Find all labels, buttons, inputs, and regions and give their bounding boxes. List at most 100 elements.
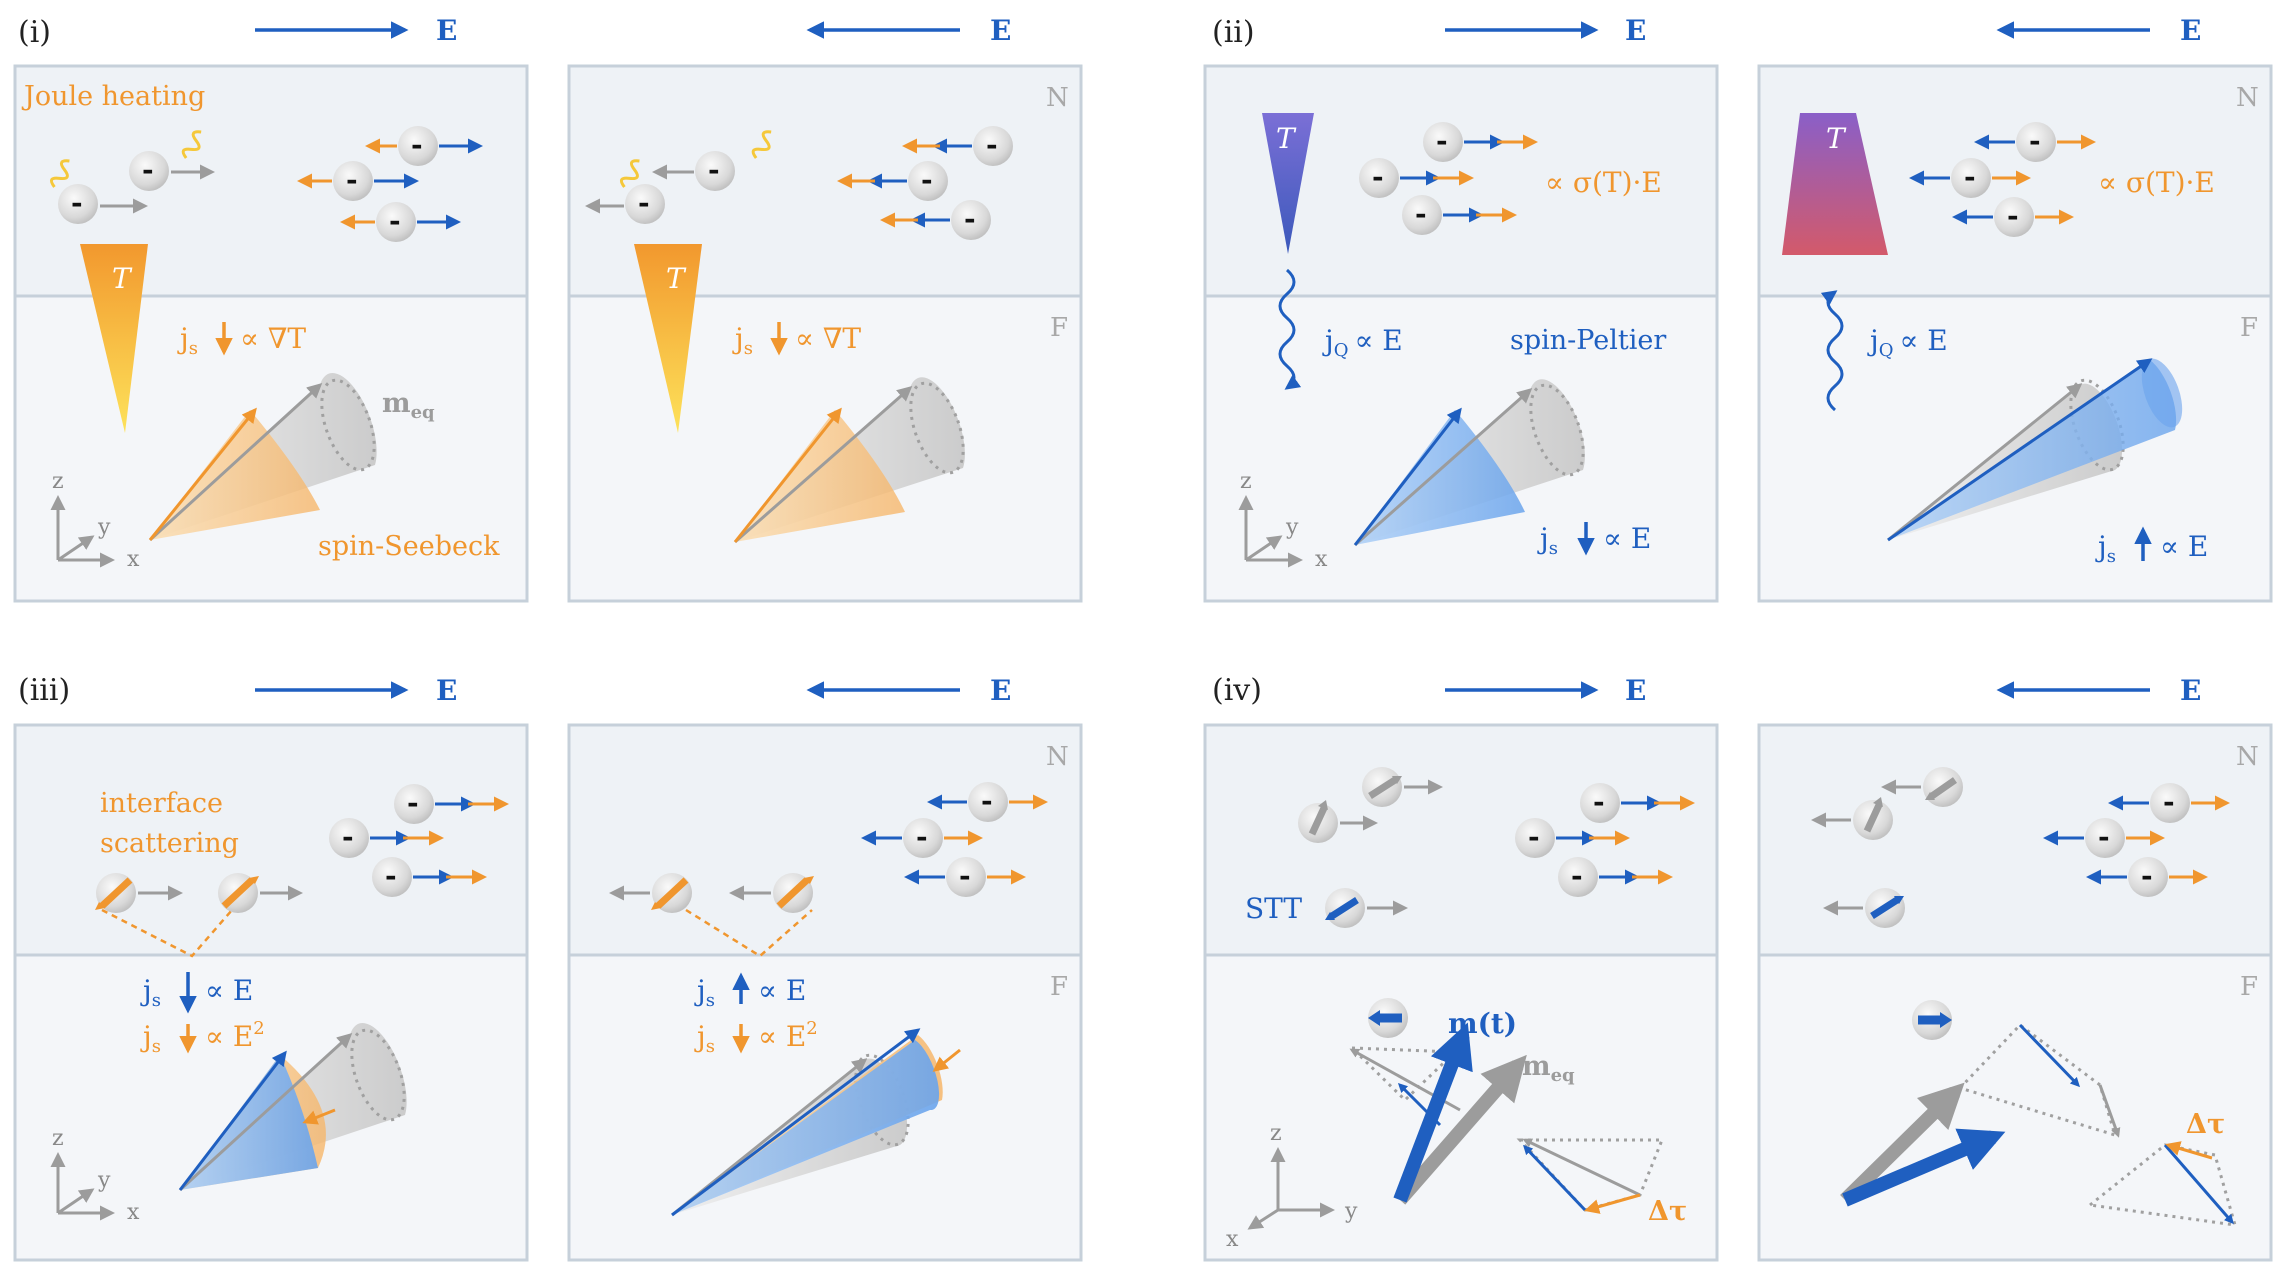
svg-text:-: - bbox=[2007, 199, 2019, 232]
label-i: (i) bbox=[18, 15, 51, 50]
svg-text:T: T bbox=[1826, 122, 1847, 155]
svg-text:js: js bbox=[732, 322, 753, 359]
svg-text:spin-Seebeck: spin-Seebeck bbox=[318, 531, 500, 562]
svg-text:-: - bbox=[1964, 160, 1976, 193]
panel-iii-left: interface scattering - - - js ∝ E js ∝ E… bbox=[50, 784, 509, 1225]
heat-wave-icon bbox=[49, 159, 70, 188]
svg-text:js: js bbox=[140, 974, 161, 1011]
orange-cone bbox=[150, 410, 320, 540]
svg-text:-: - bbox=[986, 128, 998, 161]
e-field-arrows bbox=[255, 21, 2150, 699]
svg-text:E: E bbox=[2180, 674, 2201, 707]
svg-text:E: E bbox=[990, 674, 1011, 707]
svg-text:-: - bbox=[916, 820, 928, 853]
svg-text:Δτ: Δτ bbox=[2186, 1109, 2225, 1140]
svg-text:∝ ∇T: ∝ ∇T bbox=[240, 322, 306, 355]
electron-icon bbox=[129, 151, 169, 191]
svg-text:E: E bbox=[436, 674, 457, 707]
panel-ii-right: T - - - ∝ σ(T)·E jQ∝ E js ∝ E bbox=[1782, 113, 2215, 567]
svg-text:js: js bbox=[177, 322, 198, 359]
svg-text:∝ ∇T: ∝ ∇T bbox=[795, 322, 861, 355]
temperature-cone bbox=[80, 244, 148, 433]
svg-text:scattering: scattering bbox=[100, 828, 239, 859]
label-iii: (iii) bbox=[18, 673, 70, 708]
svg-text:js: js bbox=[2095, 530, 2116, 567]
panel-ii-left: T - - - ∝ σ(T)·E jQ∝ E spin-Peltier js ∝… bbox=[1238, 113, 1666, 572]
heat-wave-icon bbox=[181, 130, 202, 159]
svg-text:js: js bbox=[694, 1020, 715, 1057]
svg-text:Δτ: Δτ bbox=[1648, 1196, 1687, 1227]
svg-text:z: z bbox=[52, 1126, 64, 1151]
svg-text:y: y bbox=[97, 1168, 111, 1193]
svg-text:-: - bbox=[708, 153, 720, 186]
svg-text:T: T bbox=[666, 262, 687, 295]
svg-text:z: z bbox=[1270, 1121, 1282, 1146]
svg-text:-: - bbox=[959, 859, 971, 892]
svg-text:-: - bbox=[2141, 859, 2153, 892]
svg-text:-: - bbox=[411, 128, 423, 161]
svg-text:x: x bbox=[127, 1200, 140, 1225]
svg-text:-: - bbox=[389, 204, 401, 237]
temperature-cone bbox=[1262, 113, 1314, 254]
svg-text:F: F bbox=[1050, 313, 1068, 343]
svg-text:-: - bbox=[142, 153, 154, 186]
svg-text:N: N bbox=[1046, 742, 1069, 772]
svg-text:z: z bbox=[1240, 469, 1252, 494]
svg-text:spin-Peltier: spin-Peltier bbox=[1510, 325, 1666, 356]
panel-iv-right: - - - Δτ bbox=[1811, 767, 2238, 1227]
svg-text:-: - bbox=[1571, 859, 1583, 892]
svg-text:js: js bbox=[694, 974, 715, 1011]
svg-text:-: - bbox=[921, 163, 933, 196]
svg-text:y: y bbox=[97, 515, 111, 540]
svg-text:meq: meq bbox=[382, 388, 435, 423]
svg-text:E: E bbox=[2180, 14, 2201, 47]
svg-text:-: - bbox=[1415, 197, 1427, 230]
svg-text:N: N bbox=[2236, 742, 2259, 772]
svg-text:-: - bbox=[385, 859, 397, 892]
svg-text:js: js bbox=[140, 1020, 161, 1057]
svg-text:T: T bbox=[112, 262, 133, 295]
svg-text:∝ E2: ∝ E2 bbox=[758, 1018, 818, 1053]
svg-text:-: - bbox=[342, 820, 354, 853]
panel-frames bbox=[13, 64, 2273, 1262]
svg-text:N: N bbox=[1046, 83, 1069, 113]
svg-text:y: y bbox=[1344, 1199, 1358, 1224]
svg-text:x: x bbox=[1315, 547, 1328, 572]
svg-text:-: - bbox=[2163, 785, 2175, 818]
svg-text:jQ∝ E: jQ∝ E bbox=[1867, 324, 1948, 361]
svg-text:-: - bbox=[2098, 820, 2110, 853]
svg-text:-: - bbox=[1593, 785, 1605, 818]
svg-text:y: y bbox=[1285, 515, 1299, 540]
svg-text:x: x bbox=[127, 547, 140, 572]
svg-text:∝ E: ∝ E bbox=[205, 974, 253, 1007]
svg-text:js: js bbox=[1537, 522, 1558, 559]
svg-text:z: z bbox=[52, 469, 64, 494]
electron-icon bbox=[58, 184, 98, 224]
svg-text:E: E bbox=[1625, 14, 1646, 47]
panel-iv-left: STT - - - m(t) meq Δτ zyx bbox=[1226, 767, 1695, 1252]
svg-text:∝ σ(T)·E: ∝ σ(T)·E bbox=[2098, 166, 2215, 199]
svg-text:∝ E: ∝ E bbox=[1603, 522, 1651, 555]
stt-label: STT bbox=[1245, 892, 1302, 925]
svg-text:-: - bbox=[981, 784, 993, 817]
svg-text:E: E bbox=[990, 14, 1011, 47]
svg-text:E: E bbox=[436, 14, 457, 47]
label-ii: (ii) bbox=[1212, 15, 1255, 50]
label-iv: (iv) bbox=[1212, 673, 1262, 708]
svg-text:-: - bbox=[1528, 820, 1540, 853]
heat-flow-wave bbox=[1278, 268, 1302, 390]
svg-text:interface: interface bbox=[100, 788, 223, 819]
svg-text:meq: meq bbox=[1522, 1051, 1575, 1086]
svg-text:x: x bbox=[1226, 1227, 1239, 1252]
coordinate-axes bbox=[50, 495, 115, 568]
svg-text:∝ E: ∝ E bbox=[758, 974, 806, 1007]
section-labels: (i) (ii) (iii) (iv) bbox=[18, 15, 1262, 708]
svg-text:∝ σ(T)·E: ∝ σ(T)·E bbox=[1545, 166, 1662, 199]
svg-text:jQ∝ E: jQ∝ E bbox=[1322, 324, 1403, 361]
temperature-trapezoid bbox=[1782, 113, 1888, 255]
svg-text:T: T bbox=[1276, 122, 1297, 155]
svg-text:-: - bbox=[638, 186, 650, 219]
svg-text:F: F bbox=[2240, 313, 2258, 343]
svg-text:∝ E2: ∝ E2 bbox=[205, 1018, 265, 1053]
